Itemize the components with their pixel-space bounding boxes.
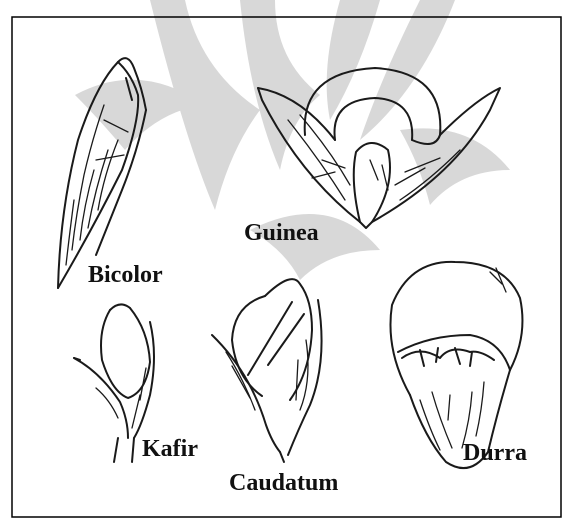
label-guinea: Guinea: [244, 220, 319, 246]
label-bicolor: Bicolor: [88, 262, 163, 288]
label-durra: Durra: [463, 440, 527, 466]
durra-spikelet-drawing: [390, 262, 522, 468]
label-kafir: Kafir: [142, 436, 198, 462]
label-caudatum: Caudatum: [229, 470, 338, 496]
caudatum-spikelet-drawing: [212, 279, 322, 462]
